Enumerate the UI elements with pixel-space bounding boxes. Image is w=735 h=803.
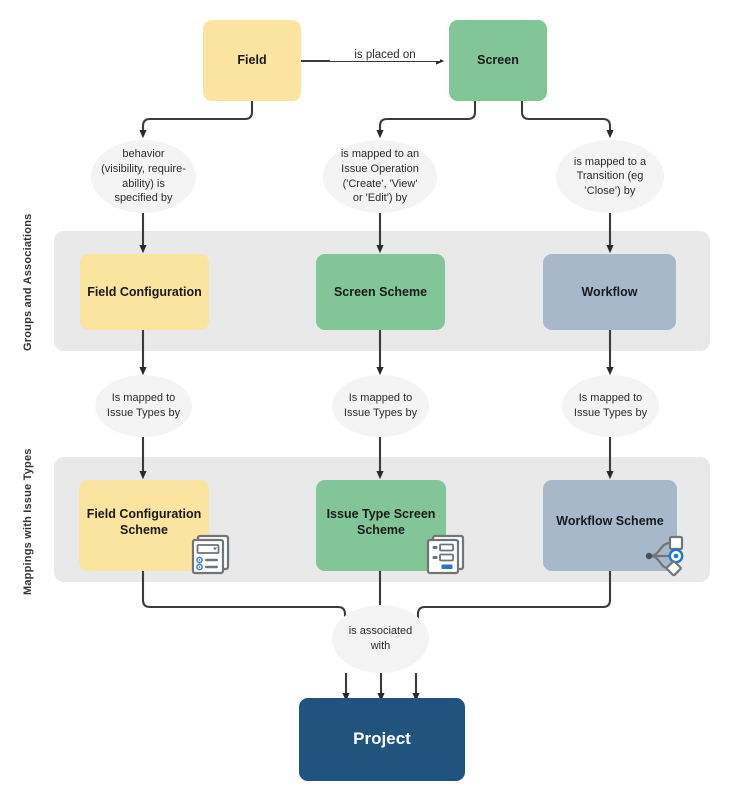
edge-label-is-associated-with: is associated with (332, 605, 429, 673)
band-label-mappings-with-issue-types: Mappings with Issue Types (22, 448, 34, 596)
edge-label-is-placed-on: is placed on (330, 49, 440, 61)
edge-label-behavior-specified-by: behavior (visibility, require- ability) … (91, 140, 196, 213)
workflow-nodes-icon (638, 533, 694, 579)
band-label-groups-and-associations: Groups and Associations (22, 213, 34, 351)
edge-label-mapped-to-transition: is mapped to a Transition (eg 'Close') b… (556, 140, 664, 213)
node-field-configuration[interactable]: Field Configuration (80, 254, 209, 330)
edge-label-is-mapped-to-issue-types-field: Is mapped to Issue Types by (95, 375, 192, 437)
node-screen[interactable]: Screen (449, 20, 547, 101)
form-documents-icon (186, 533, 238, 577)
screen-documents-icon (421, 533, 473, 577)
node-field[interactable]: Field (203, 20, 301, 101)
node-screen-scheme[interactable]: Screen Scheme (316, 254, 445, 330)
node-field-configuration-scheme[interactable]: Field Configuration Scheme (79, 480, 209, 571)
node-project[interactable]: Project (299, 698, 465, 781)
node-issue-type-screen-scheme[interactable]: Issue Type Screen Scheme (316, 480, 446, 571)
edge-label-is-mapped-to-issue-types-screen: Is mapped to Issue Types by (332, 375, 429, 437)
node-workflow[interactable]: Workflow (543, 254, 676, 330)
edge-label-is-mapped-to-issue-types-workflow: Is mapped to Issue Types by (562, 375, 659, 437)
edge-label-mapped-to-issue-operation: is mapped to an Issue Operation ('Create… (323, 140, 437, 213)
node-workflow-scheme[interactable]: Workflow Scheme (543, 480, 677, 571)
